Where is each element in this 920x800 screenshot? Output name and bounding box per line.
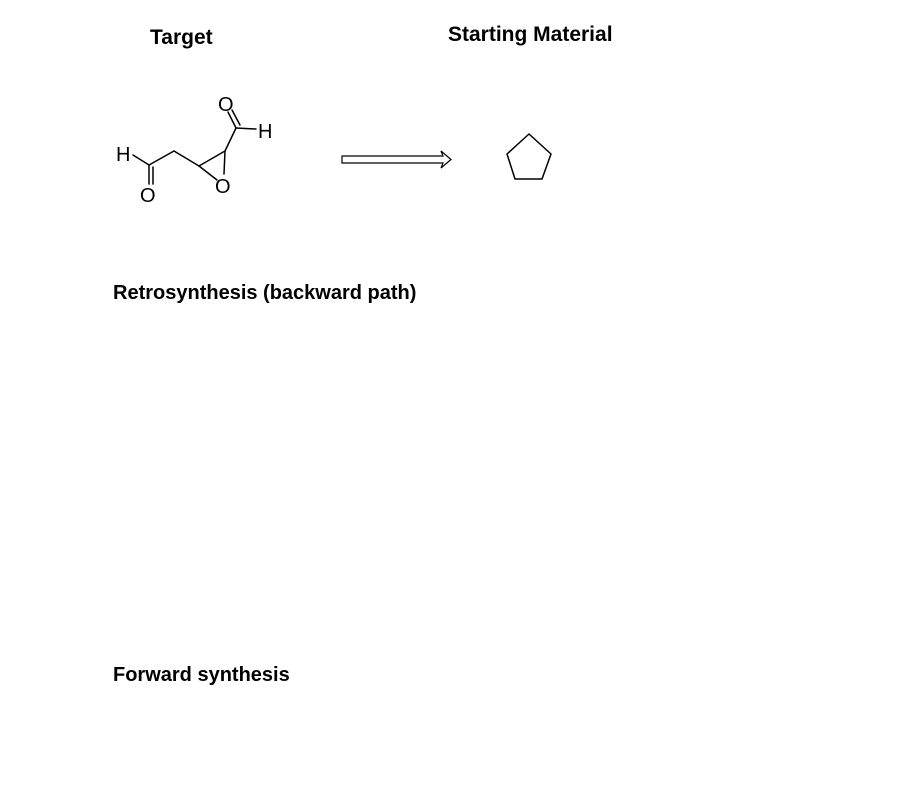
bond-epox-cc <box>198 150 226 167</box>
atom-h-left: H <box>116 144 130 166</box>
bond-co-top-b <box>231 109 241 126</box>
starting-material-heading: Starting Material <box>448 23 613 46</box>
bond-c-ch2 <box>148 150 175 166</box>
bond-epox-c1-o <box>198 165 218 181</box>
bond-c-h-right <box>235 127 257 130</box>
atom-o-left: O <box>140 185 156 207</box>
bond-h-c-left <box>132 154 150 166</box>
retrosynthesis-heading: Retrosynthesis (backward path) <box>113 282 417 304</box>
target-heading: Target <box>150 26 213 49</box>
bond-epox-c2-o <box>223 150 226 175</box>
atom-o-epoxide: O <box>215 176 231 198</box>
atom-h-right: H <box>258 121 272 143</box>
atom-o-top: O <box>218 94 234 116</box>
bond-epox-cho <box>224 127 237 152</box>
bond-co-top-a <box>227 111 237 129</box>
bond-ch2-epox <box>173 150 200 167</box>
forward-synthesis-heading: Forward synthesis <box>113 664 290 686</box>
